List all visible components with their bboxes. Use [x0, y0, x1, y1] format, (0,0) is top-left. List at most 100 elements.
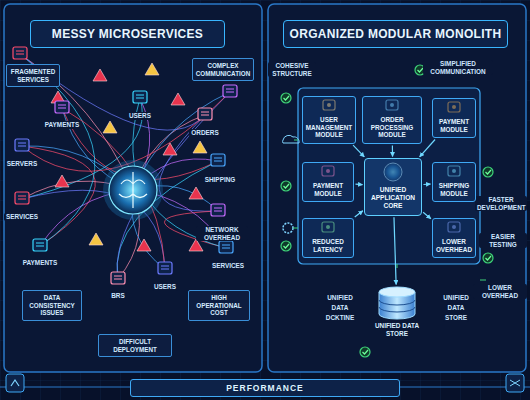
node-text: PAYMENT MODULE: [305, 182, 351, 197]
data-store-cylinder: UNIFIED DATA STORE: [364, 286, 430, 337]
service-icon: [133, 91, 147, 103]
text-label: DCKTINE: [324, 314, 356, 322]
text-label: COHESIVE STRUCTURE: [268, 62, 316, 77]
node-text: FRAGMENTED SERVICES: [9, 68, 57, 83]
decoration-shape: [15, 192, 29, 204]
node-text: ORGANIZED MODULAR MONOLITH: [288, 27, 503, 41]
warning-symbol: [163, 143, 177, 155]
decoration-shape: [20, 54, 230, 279]
node-text: DATA CONSISTENCY ISSUES: [25, 294, 79, 317]
flow-arrow: [394, 217, 396, 284]
decoration-shape: [506, 374, 524, 392]
warning-symbol: [137, 239, 151, 251]
decoration-shape: [284, 244, 290, 248]
node-text: COMPLEX COMMUNICATION: [195, 62, 251, 77]
decoration-shape: [18, 196, 26, 199]
flow-arrow: [420, 139, 435, 156]
check-symbol: [281, 241, 291, 251]
decoration-shape: [11, 380, 19, 386]
decoration-shape: [281, 181, 291, 191]
warning-symbol: [189, 187, 203, 199]
node-text: HIGH OPERATIONAL COST: [191, 294, 247, 317]
core-box: UNIFIED APPLICATION CORE: [364, 158, 422, 216]
decoration-shape: [36, 243, 44, 246]
node-text: DIFFICULT DEPLOYMENT: [101, 338, 169, 353]
service-icon: [55, 101, 69, 113]
warning-symbol: [145, 63, 159, 75]
callout-box: DIFFICULT DEPLOYMENT: [98, 334, 172, 357]
decoration-shape: [483, 167, 493, 177]
decoration-shape: [284, 184, 290, 188]
decoration-shape: [223, 85, 237, 97]
decoration-shape: [33, 239, 47, 251]
node-text: SHIPPING MODULE: [435, 182, 473, 197]
module-box: PAYMENT MODULE: [302, 162, 354, 202]
decoration-shape: [486, 170, 492, 174]
decoration-shape: [214, 208, 222, 211]
decoration-shape: [219, 241, 233, 253]
decoration-shape: [109, 166, 157, 214]
decoration-shape: [201, 112, 209, 115]
decoration-shape: [293, 140, 486, 280]
service-icon: [158, 262, 172, 274]
warning-symbol: [55, 175, 69, 187]
text-label: BRS: [109, 292, 127, 300]
node-text: USER MANAGEMENT MODULE: [305, 116, 353, 139]
tangled-link: [62, 108, 165, 269]
decoration-shape: [4, 4, 262, 372]
tangled-link: [22, 92, 230, 171]
node-text: MESSY MICROSERVICES: [35, 27, 220, 41]
check-symbol: [483, 167, 493, 177]
text-label: SERVERS: [5, 160, 39, 168]
panel-heading: MESSY MICROSERVICES: [30, 20, 225, 48]
decoration-shape: [283, 223, 293, 233]
decoration-shape: [15, 139, 29, 151]
node-text: REDUCED LATENCY: [305, 238, 351, 253]
text-label: USERS: [127, 112, 153, 120]
decoration-shape: [222, 245, 230, 248]
decoration-shape: [136, 95, 144, 98]
module-box: PAYMENT MODULE: [432, 98, 476, 138]
callout-box: COMPLEX COMMUNICATION: [192, 58, 254, 81]
text-label: PAYMENTS: [21, 259, 59, 267]
text-label: UNIFIED: [441, 294, 471, 302]
flow-arrow: [355, 211, 363, 217]
callout-box: FRAGMENTED SERVICES: [6, 64, 60, 87]
service-icon: [13, 47, 27, 59]
decoration-shape: [133, 91, 147, 103]
node-text: PAYMENT MODULE: [435, 118, 473, 133]
decoration-shape: [211, 204, 225, 216]
module-box: REDUCED LATENCY: [302, 218, 354, 258]
node-text: UNIFIED APPLICATION CORE: [367, 186, 419, 210]
flow-arrow: [423, 212, 431, 218]
text-label: PAYMENTS: [43, 121, 81, 129]
decoration-shape: [18, 143, 26, 146]
decoration-shape: [111, 272, 125, 284]
service-icon: [15, 139, 29, 151]
callout-box: HIGH OPERATIONAL COST: [188, 290, 250, 321]
service-icon: [198, 108, 212, 120]
node-text: UNIFIED DATA STORE: [364, 322, 430, 337]
warning-symbol: [103, 121, 117, 133]
service-icon: [33, 239, 47, 251]
decoration-shape: [281, 65, 493, 357]
decoration-shape: [483, 253, 493, 263]
flow-arrow: [392, 146, 393, 157]
flow-arrow: [353, 145, 364, 157]
decoration-shape: [284, 96, 290, 100]
module-box: SHIPPING MODULE: [432, 162, 476, 202]
cylinder-shape: [377, 286, 417, 320]
warning-symbol: [89, 233, 103, 245]
text-label: UNIFIED: [325, 294, 355, 302]
check-symbol: [360, 347, 370, 357]
decoration-shape: [51, 63, 207, 251]
module-box: USER MANAGEMENT MODULE: [302, 96, 356, 144]
decoration-shape: [198, 108, 212, 120]
decoration-shape: [13, 47, 27, 59]
decoration-shape: [55, 101, 69, 113]
module-box: LOWER OVERHEAD: [432, 218, 476, 258]
decoration-shape: [360, 347, 370, 357]
text-label: STORE: [443, 314, 469, 322]
decoration-shape: [226, 89, 234, 92]
decoration-shape: [103, 160, 163, 220]
